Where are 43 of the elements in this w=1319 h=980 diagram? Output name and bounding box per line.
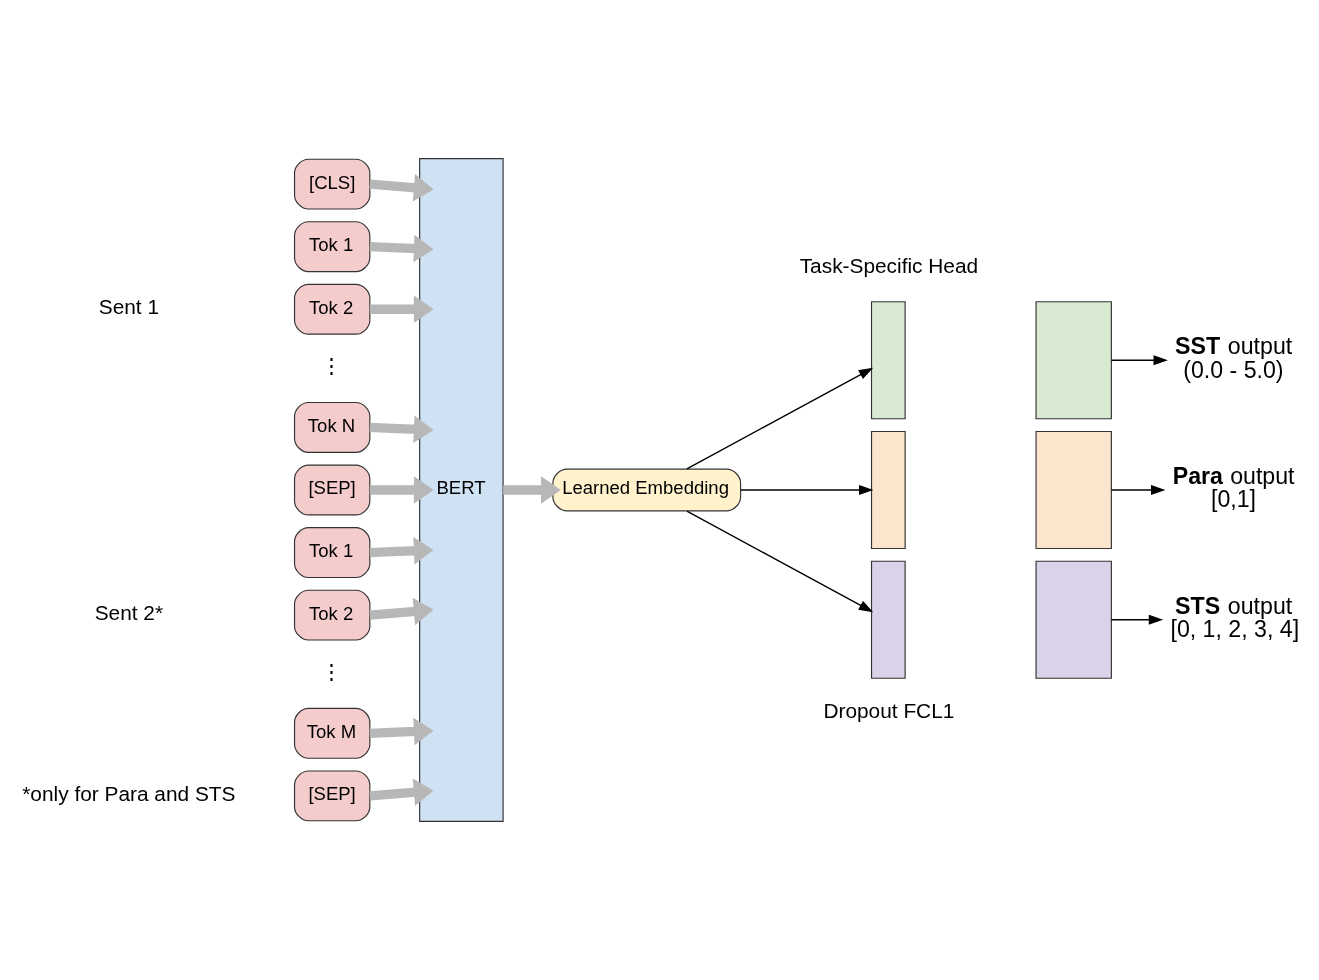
node-box xyxy=(1035,560,1112,679)
node-box: [SEP] xyxy=(293,770,371,822)
node-box: [SEP] xyxy=(293,464,371,516)
node-text: SST output (0.0 - 5.0) xyxy=(1175,333,1293,383)
arrow xyxy=(369,778,434,806)
arrow xyxy=(1110,355,1168,366)
node-box xyxy=(1035,430,1112,550)
node-box: Tok M xyxy=(293,707,371,759)
label: Sent 2* xyxy=(94,601,164,625)
arrow xyxy=(369,597,434,626)
arrow xyxy=(369,415,434,444)
node-box: Tok 2 xyxy=(293,589,371,641)
label: ⋮ xyxy=(321,660,343,684)
arrow xyxy=(369,536,434,565)
node-box xyxy=(870,560,906,679)
label: *only for Para and STS xyxy=(22,781,236,805)
arrow xyxy=(369,174,434,202)
node-box xyxy=(870,430,906,550)
node-box: [CLS] xyxy=(293,158,371,210)
label: ⋮ xyxy=(321,354,343,378)
node-box: BERT xyxy=(419,158,504,822)
node-box: Learned Embedding xyxy=(552,468,742,512)
arrow xyxy=(686,510,874,613)
node-box xyxy=(870,301,906,420)
arrow xyxy=(740,484,874,496)
arrow xyxy=(686,367,874,470)
label: Sent 1 xyxy=(98,295,159,319)
arrow xyxy=(503,476,561,504)
arrow xyxy=(1110,484,1166,496)
node-box xyxy=(1035,301,1112,420)
node-text: STS output [0, 1, 2, 3, 4] xyxy=(1170,592,1300,643)
arrow xyxy=(1110,614,1164,625)
label: Task-Specific Head xyxy=(799,253,979,277)
arrow xyxy=(369,717,434,746)
label: Dropout FCL1 xyxy=(823,698,955,722)
arrow xyxy=(369,476,434,504)
arrow xyxy=(369,295,434,323)
arrow xyxy=(369,234,434,263)
node-box: Tok 1 xyxy=(293,527,371,579)
node-box: Tok 1 xyxy=(293,221,371,273)
node-box: Tok 2 xyxy=(293,283,371,335)
node-text: Para output [0,1] xyxy=(1172,463,1295,513)
node-box: Tok N xyxy=(293,401,371,453)
